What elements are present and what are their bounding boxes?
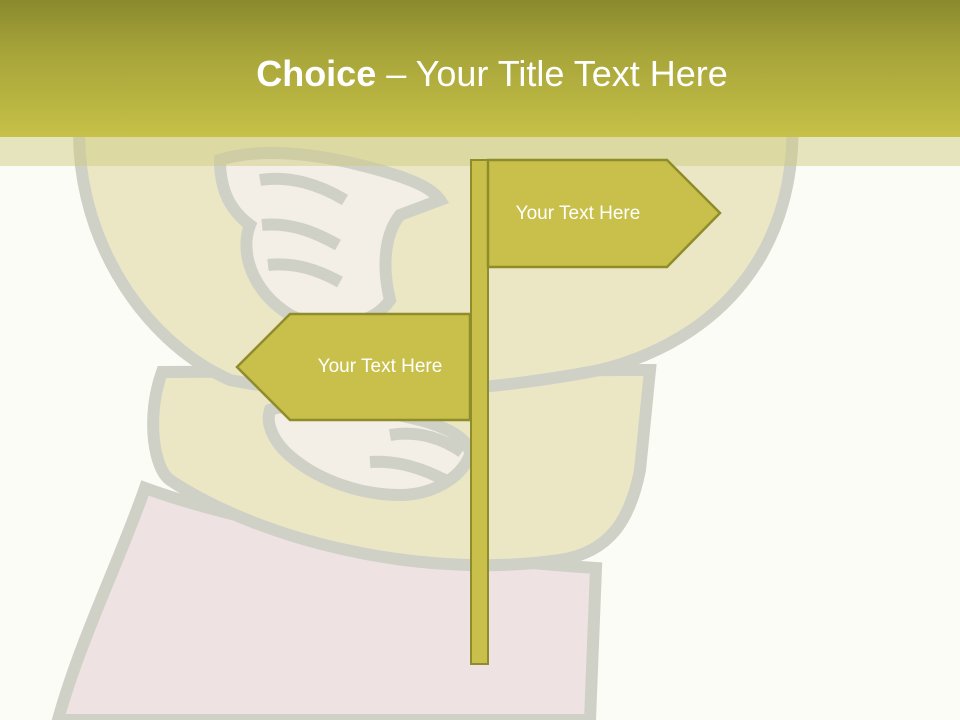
finger-line: [259, 172, 349, 206]
title-brand: Choice: [256, 53, 377, 94]
left-sign-label: Your Text Here: [317, 356, 443, 377]
left-arrow-sign: [235, 312, 472, 422]
slide-title: Choice – Your Title Text Here: [0, 52, 960, 96]
title-band: [0, 0, 960, 137]
title-text: Your Title Text Here: [415, 53, 728, 94]
finger-line: [369, 455, 448, 486]
signpost-pole: [470, 159, 489, 665]
finger-line: [261, 218, 341, 251]
title-separator: –: [376, 53, 416, 94]
right-sign-label: Your Text Here: [515, 203, 641, 224]
finger-line: [267, 258, 343, 288]
finger-line: [389, 427, 466, 457]
right-arrow-sign: [486, 158, 722, 269]
